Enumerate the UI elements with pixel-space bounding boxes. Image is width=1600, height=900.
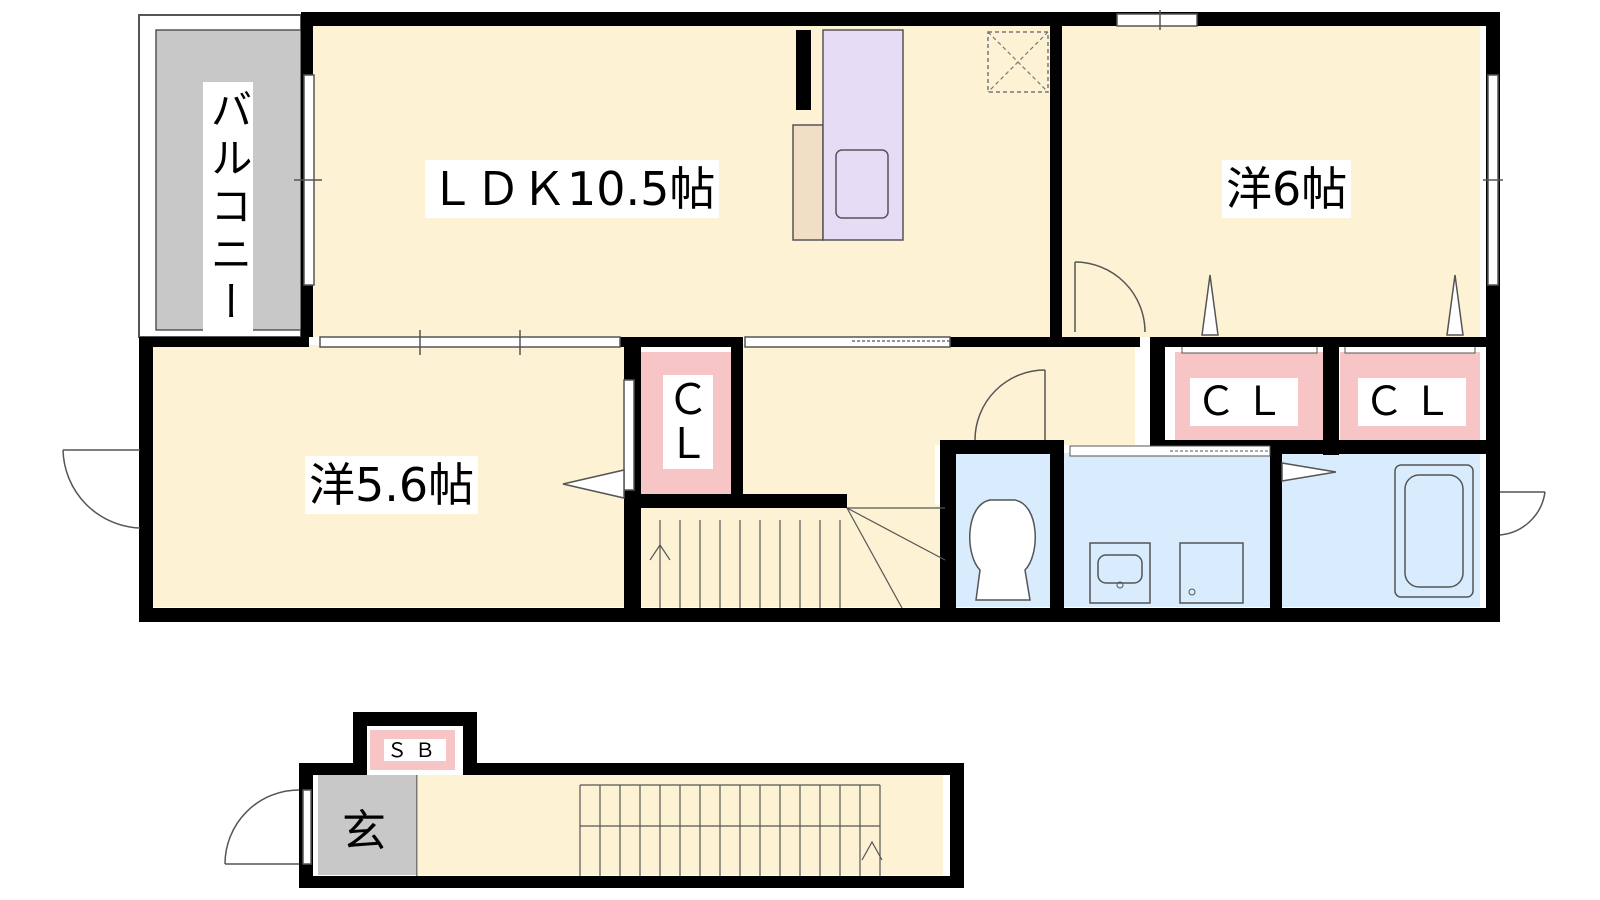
bathtub: [1394, 464, 1474, 598]
lower-stairs: [579, 784, 883, 876]
stair-floor: [630, 505, 947, 607]
western-5-6-label: 洋5.6帖: [305, 456, 479, 514]
kitchen-counter: [792, 124, 824, 241]
entrance-label: 玄: [342, 806, 386, 857]
closet-right-2-label: ＣＬ: [1358, 378, 1466, 426]
lower-hall-floor: [318, 775, 943, 875]
balcony-label: バルコニー: [203, 82, 253, 334]
wash-basin-counter: [1089, 542, 1151, 604]
washroom-floor: [1063, 453, 1273, 607]
entrance-door: [224, 789, 312, 865]
kitchen-unit: [822, 29, 904, 241]
upper-stairs: [649, 507, 946, 609]
vent-mark: [987, 31, 1049, 93]
closet-right-1-label: ＣＬ: [1190, 378, 1298, 426]
closet-ldk-side-label: ＣＬ: [663, 375, 713, 470]
entrance-floor: [318, 775, 416, 875]
wash-basin: [1097, 554, 1143, 584]
doors: [62, 261, 1546, 536]
shoe-box-label: ＳＢ: [384, 739, 446, 761]
bathroom-floor: [1282, 453, 1480, 607]
hall-floor: [735, 345, 1135, 445]
washing-machine: [1179, 542, 1244, 604]
kitchen-sink: [835, 149, 889, 219]
western-6-label: 洋6帖: [1222, 160, 1352, 218]
ldk-label: ＬＤＫ10.5帖: [425, 160, 720, 218]
toilet-fixture: [969, 499, 1036, 601]
